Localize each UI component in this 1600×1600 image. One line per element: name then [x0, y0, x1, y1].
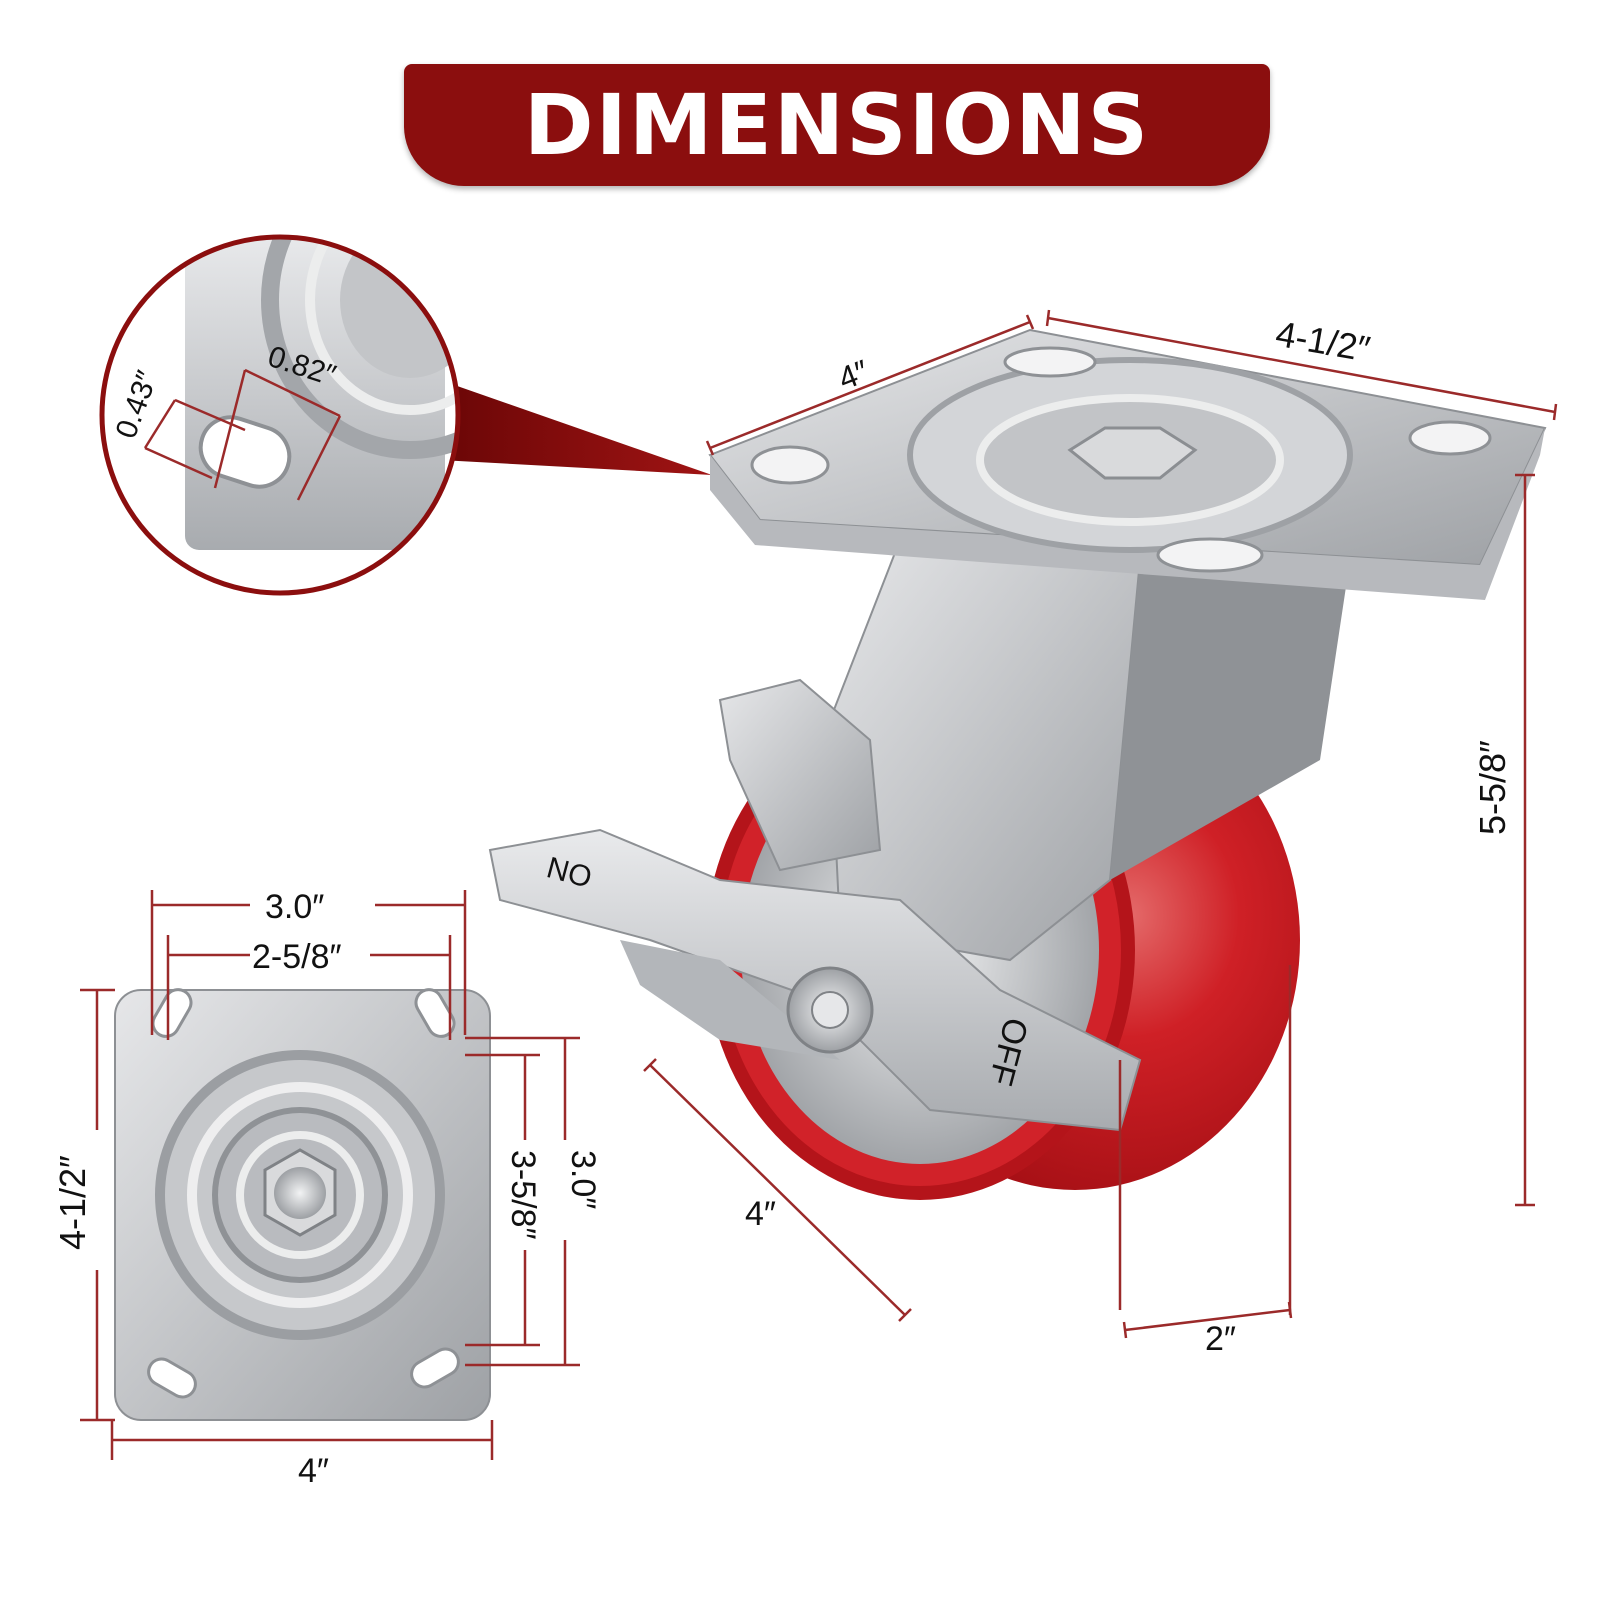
- bolt-inner-v-label: 3-5/8″: [504, 1150, 542, 1240]
- zoom-callout: 0.82″ 0.43″: [99, 234, 461, 596]
- top-plate: [708, 328, 1547, 600]
- wheel-width-label: 2″: [1205, 1320, 1236, 1358]
- height-label: 5-5/8″: [1472, 740, 1513, 835]
- title-banner: DIMENSIONS: [404, 64, 1270, 186]
- caster-assembly: ON OFF: [488, 328, 1547, 1200]
- plate-width-bottom-label: 4″: [298, 1452, 329, 1490]
- mounting-slot-zoomed: [198, 415, 292, 489]
- swivel-fork: [828, 538, 1350, 962]
- bolt-outer-v-label: 3.0″: [564, 1150, 602, 1209]
- main-dimension-lines: [643, 309, 1558, 1339]
- plate-length-bottom-label: 4-1/2″: [52, 1155, 93, 1250]
- bolt-outer-h-label: 3.0″: [265, 888, 324, 926]
- bottom-dimension-lines: [80, 890, 580, 1460]
- bottom-plate-view: [114, 988, 491, 1421]
- brake-lever: ON OFF: [488, 678, 1142, 1132]
- bolt-inner-h-label: 2-5/8″: [252, 938, 342, 976]
- title-text: DIMENSIONS: [523, 76, 1151, 174]
- callout-connector: [440, 380, 712, 475]
- plate-width-top-label: 4″: [833, 353, 873, 397]
- plate-length-top-label: 4-1/2″: [1273, 313, 1374, 370]
- slot-dimension-lines: [143, 368, 342, 501]
- wheel-diameter-label: 4″: [745, 1195, 776, 1233]
